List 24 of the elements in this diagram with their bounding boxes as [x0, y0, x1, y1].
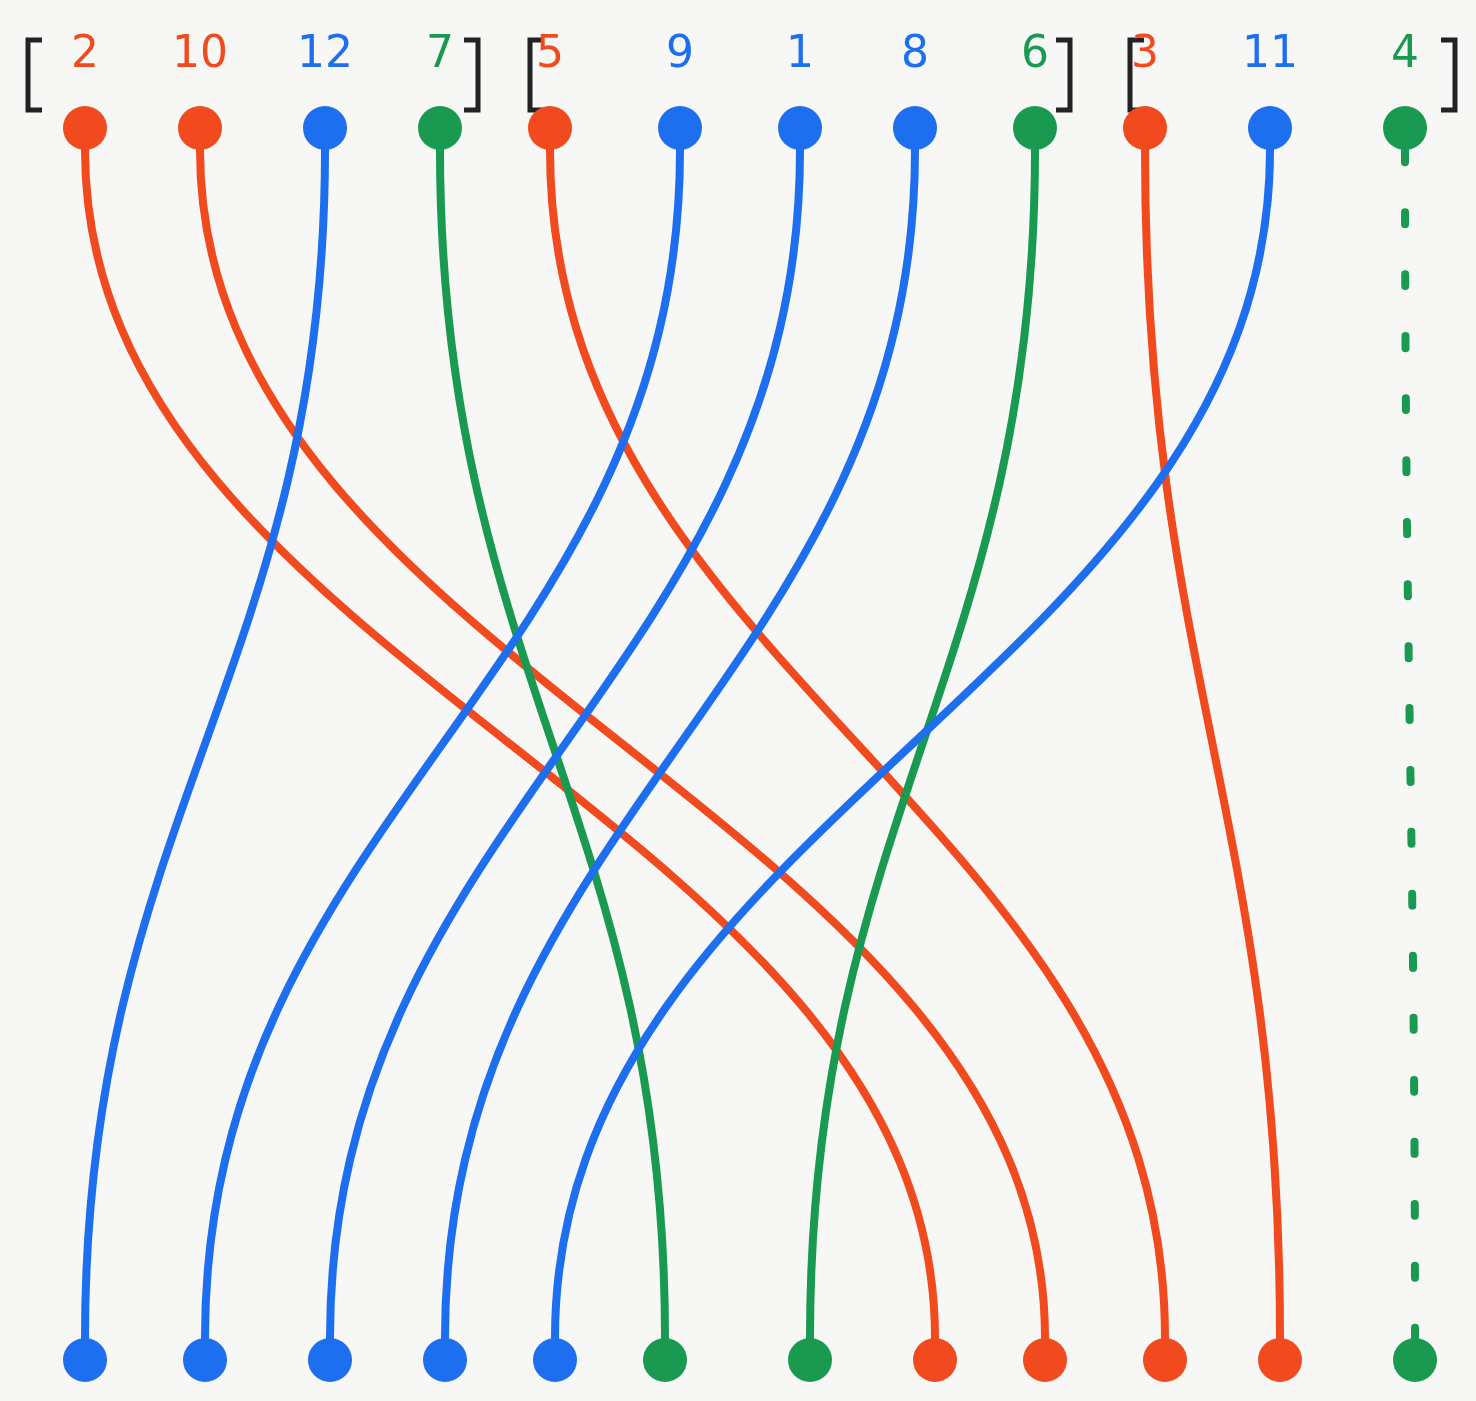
number-label: 9	[666, 28, 694, 76]
dot	[308, 1338, 352, 1382]
dot	[183, 1338, 227, 1382]
number-label: 5	[536, 28, 564, 76]
dot	[1023, 1338, 1067, 1382]
dot	[423, 1338, 467, 1382]
number-label: 11	[1242, 28, 1298, 76]
number-label: 2	[71, 28, 99, 76]
dot	[643, 1338, 687, 1382]
dot	[63, 1338, 107, 1382]
number-label: 10	[172, 28, 228, 76]
dot	[1143, 1338, 1187, 1382]
number-label: 7	[426, 28, 454, 76]
dot	[533, 1338, 577, 1382]
number-label: 3	[1131, 28, 1159, 76]
number-label: 12	[297, 28, 353, 76]
dot	[913, 1338, 957, 1382]
number-label: 8	[901, 28, 929, 76]
dot	[1258, 1338, 1302, 1382]
number-label: 4	[1391, 28, 1419, 76]
dot	[1393, 1338, 1437, 1382]
dot	[788, 1338, 832, 1382]
number-label: 1	[786, 28, 814, 76]
number-label: 6	[1021, 28, 1049, 76]
